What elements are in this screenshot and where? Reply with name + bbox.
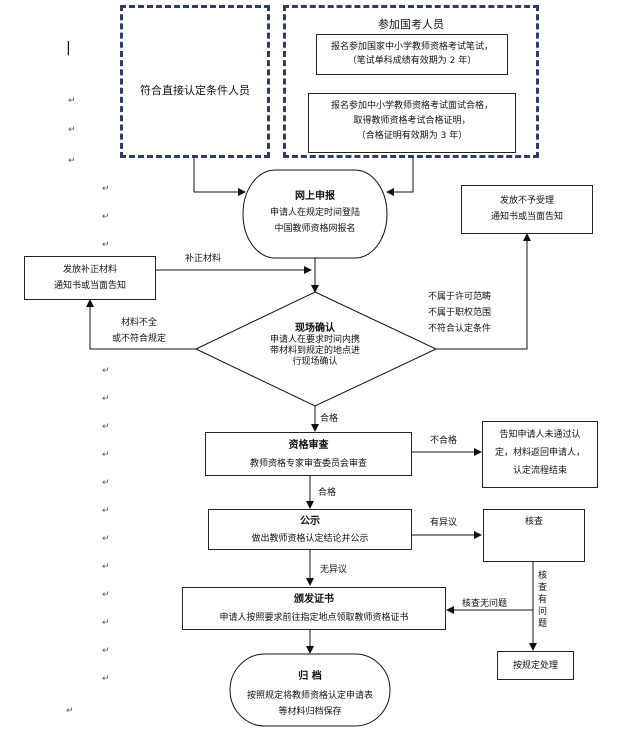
online-terminator xyxy=(242,169,388,259)
paragraph-mark: ↵ xyxy=(102,450,110,460)
site-line-2: 带材料到规定的地点进 xyxy=(269,346,360,356)
fail-line-1: 告知申请人未通过认 xyxy=(499,430,581,440)
reject-line-2: 通知书或当面告知 xyxy=(490,212,563,222)
handle-box: 按规定处理 xyxy=(497,651,574,680)
label-verify-problem: 核查有问题 xyxy=(538,571,548,629)
paragraph-mark: ↵ xyxy=(68,125,76,135)
certificate-title: 颁发证书 xyxy=(294,594,334,605)
certificate-line: 申请人按照要求前往指定地点领取教师资格证书 xyxy=(219,613,409,623)
paragraph-mark: ↵ xyxy=(68,96,76,106)
label-not-eligible-3: 不符合认定条件 xyxy=(428,324,492,334)
paragraph-mark: ↵ xyxy=(102,562,110,572)
written-exam-line-1: 报名参加国家中小学教师资格考试笔试， xyxy=(330,42,493,52)
label-objection: 有异议 xyxy=(430,518,458,528)
fail-line-2: 定，材料返回申请人， xyxy=(494,448,585,458)
archive-title: 归 档 xyxy=(298,671,322,682)
paragraph-mark: ↵ xyxy=(102,646,110,656)
paragraph-mark: ↵ xyxy=(66,706,74,716)
paragraph-mark: ↵ xyxy=(102,506,110,516)
site-line-1: 申请人在要求时间内携 xyxy=(269,335,360,345)
label-no-objection: 无异议 xyxy=(320,565,348,575)
site-title: 现场确认 xyxy=(295,323,335,334)
label-fail: 不合格 xyxy=(430,436,458,446)
written-exam-line-2: （笔试单科成绩有效期为 2 年） xyxy=(347,56,477,66)
review-line: 教师资格专家审查委员会审查 xyxy=(249,459,367,469)
direct-group-box: 符合直接认定条件人员 xyxy=(120,5,270,158)
paragraph-mark: ↵ xyxy=(102,478,110,488)
reject-line-1: 发放不予受理 xyxy=(499,196,554,206)
verify-label: 核查 xyxy=(524,517,543,527)
label-not-eligible-2: 不属于职权范围 xyxy=(428,308,492,318)
label-supplement-material: 补正材料 xyxy=(185,254,222,264)
label-incomplete-2: 或不符合规定 xyxy=(112,334,167,344)
verify-box: 核查 xyxy=(483,509,585,562)
interview-line-3: （合格证明有效期为 3 年） xyxy=(356,131,468,141)
archive-terminator xyxy=(229,653,391,727)
paragraph-mark: ↵ xyxy=(102,366,110,376)
online-line-1: 申请人在规定时间登陆 xyxy=(269,208,360,218)
archive-line-2: 等材料归档保存 xyxy=(278,707,342,717)
paragraph-mark: ↵ xyxy=(102,534,110,544)
exam-group-title: 参加国考人员 xyxy=(378,18,444,31)
paragraph-mark: ↵ xyxy=(102,184,110,194)
publicity-title: 公示 xyxy=(300,516,320,527)
written-exam-box: 报名参加国家中小学教师资格考试笔试， （笔试单科成绩有效期为 2 年） xyxy=(316,34,508,75)
paragraph-mark: ↵ xyxy=(102,590,110,600)
site-diamond xyxy=(194,291,438,407)
paragraph-mark: ↵ xyxy=(68,156,76,166)
paragraph-mark: ↵ xyxy=(102,212,110,222)
label-verify-ok: 核查无问题 xyxy=(462,599,508,609)
fail-line-3: 认定流程结束 xyxy=(512,466,567,476)
publicity-box: 公示 做出教师资格认定结论并公示 xyxy=(208,509,412,550)
handle-label: 按规定处理 xyxy=(512,661,558,671)
paragraph-mark: ↵ xyxy=(102,422,110,432)
supplement-notice-box: 发放补正材料 通知书或当面告知 xyxy=(24,256,156,300)
review-title: 资格审查 xyxy=(288,440,329,451)
interview-line-1: 报名参加中小学教师资格考试面试合格， xyxy=(330,101,493,111)
paragraph-mark: ↵ xyxy=(102,618,110,628)
archive-line-1: 按照规定将教师资格认定申请表 xyxy=(246,691,373,701)
label-pass-2: 合格 xyxy=(318,488,337,498)
interview-line-2: 取得教师资格考试合格证明， xyxy=(353,116,471,126)
paragraph-mark: ↵ xyxy=(102,674,110,684)
reject-notice-box: 发放不予受理 通知书或当面告知 xyxy=(461,185,593,234)
text-cursor: | xyxy=(66,40,71,56)
interview-exam-box: 报名参加中小学教师资格考试面试合格， 取得教师资格考试合格证明， （合格证明有效… xyxy=(308,93,516,153)
arrow-not-eligible xyxy=(436,233,531,350)
review-box: 资格审查 教师资格专家审查委员会审查 xyxy=(205,432,412,476)
arrow-direct-to-online xyxy=(193,158,246,196)
site-line-3: 行现场确认 xyxy=(292,357,338,367)
supplement-line-2: 通知书或当面告知 xyxy=(53,281,126,291)
direct-group-label: 符合直接认定条件人员 xyxy=(140,84,250,97)
label-not-eligible-1: 不属于许可范畴 xyxy=(428,292,492,302)
label-pass-1: 合格 xyxy=(320,414,339,424)
online-line-2: 中国教师资格网报名 xyxy=(274,224,356,234)
arrow-exam-to-online xyxy=(386,158,414,196)
certificate-box: 颁发证书 申请人按照要求前往指定地点领取教师资格证书 xyxy=(182,587,446,630)
paragraph-mark: ↵ xyxy=(102,240,110,250)
arrow-incomplete xyxy=(86,299,196,350)
label-incomplete-1: 材料不全 xyxy=(121,318,158,328)
supplement-line-1: 发放补正材料 xyxy=(62,265,117,275)
online-title: 网上申报 xyxy=(295,191,335,202)
publicity-line: 做出教师资格认定结论并公示 xyxy=(251,534,369,544)
fail-notice-box: 告知申请人未通过认 定，材料返回申请人， 认定流程结束 xyxy=(482,421,598,488)
paragraph-mark: ↵ xyxy=(102,394,110,404)
